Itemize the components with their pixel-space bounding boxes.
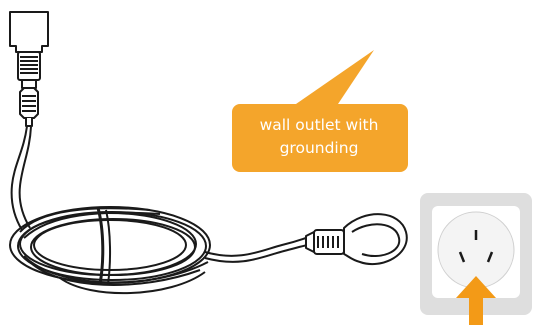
three-prong-plug-icon — [306, 214, 407, 264]
iec-c13-connector-icon — [10, 12, 48, 126]
callout-line-1: wall outlet with — [230, 114, 408, 137]
callout-line-2: grounding — [230, 137, 408, 160]
callout-pointer — [296, 50, 374, 104]
callout-label: wall outlet with grounding — [230, 114, 408, 160]
